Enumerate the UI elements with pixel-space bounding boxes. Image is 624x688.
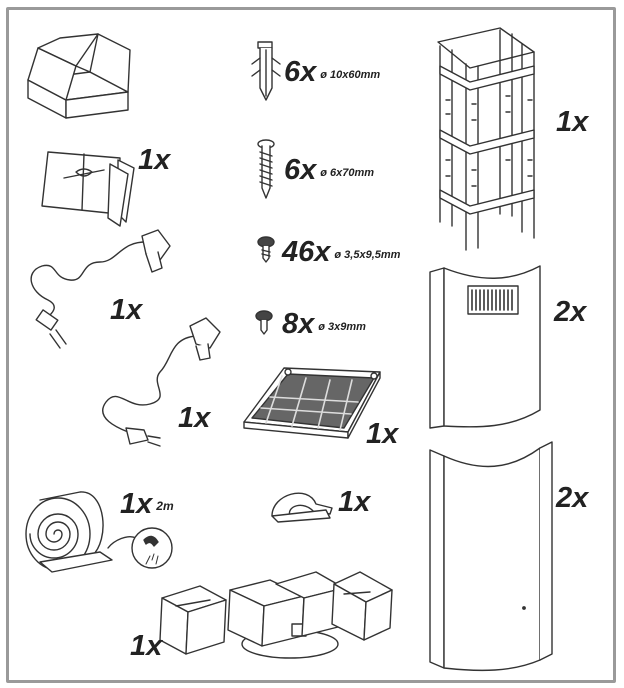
duct-connectors-icon	[159, 571, 393, 659]
wood-screw-icon	[257, 139, 275, 199]
small-screw-icon	[257, 236, 275, 263]
qty-support-frame: 1x	[556, 106, 589, 138]
wall-plug-icon	[251, 41, 281, 101]
cable-clip-icon	[271, 492, 333, 523]
page-frame	[6, 7, 616, 683]
wall-plug-size: ø 10x60mm	[320, 69, 381, 81]
grease-filter-icon	[243, 367, 381, 439]
power-cord-uk-icon	[102, 317, 221, 447]
qty-cable-clip: 1x	[338, 486, 371, 518]
upper-chimney-icon	[429, 265, 541, 429]
short-screw-icon	[255, 310, 273, 335]
power-cord-eu-icon	[30, 229, 171, 349]
qty-power-cord-uk: 1x	[178, 402, 211, 434]
small-screw-size: ø 3,5x9,5mm	[334, 249, 401, 261]
qty-upper-chimney: 2x	[554, 296, 587, 328]
tape-roll-length: 2m	[156, 499, 174, 513]
wood-screw-size: ø 6x70mm	[320, 167, 375, 179]
tape-roll-icon	[25, 491, 173, 573]
qty-power-cord-eu: 1x	[110, 294, 143, 326]
lower-chimney-icon	[429, 441, 553, 672]
qty-duct-connectors: 1x	[130, 630, 163, 662]
manual-icon	[41, 151, 135, 227]
qty-manual: 1x	[138, 144, 171, 176]
qty-grease-filter: 1x	[366, 418, 399, 450]
box-icon	[27, 33, 131, 119]
qty-lower-chimney: 2x	[556, 482, 589, 514]
support-frame-icon	[437, 27, 535, 251]
short-screw-size: ø 3x9mm	[318, 321, 366, 333]
